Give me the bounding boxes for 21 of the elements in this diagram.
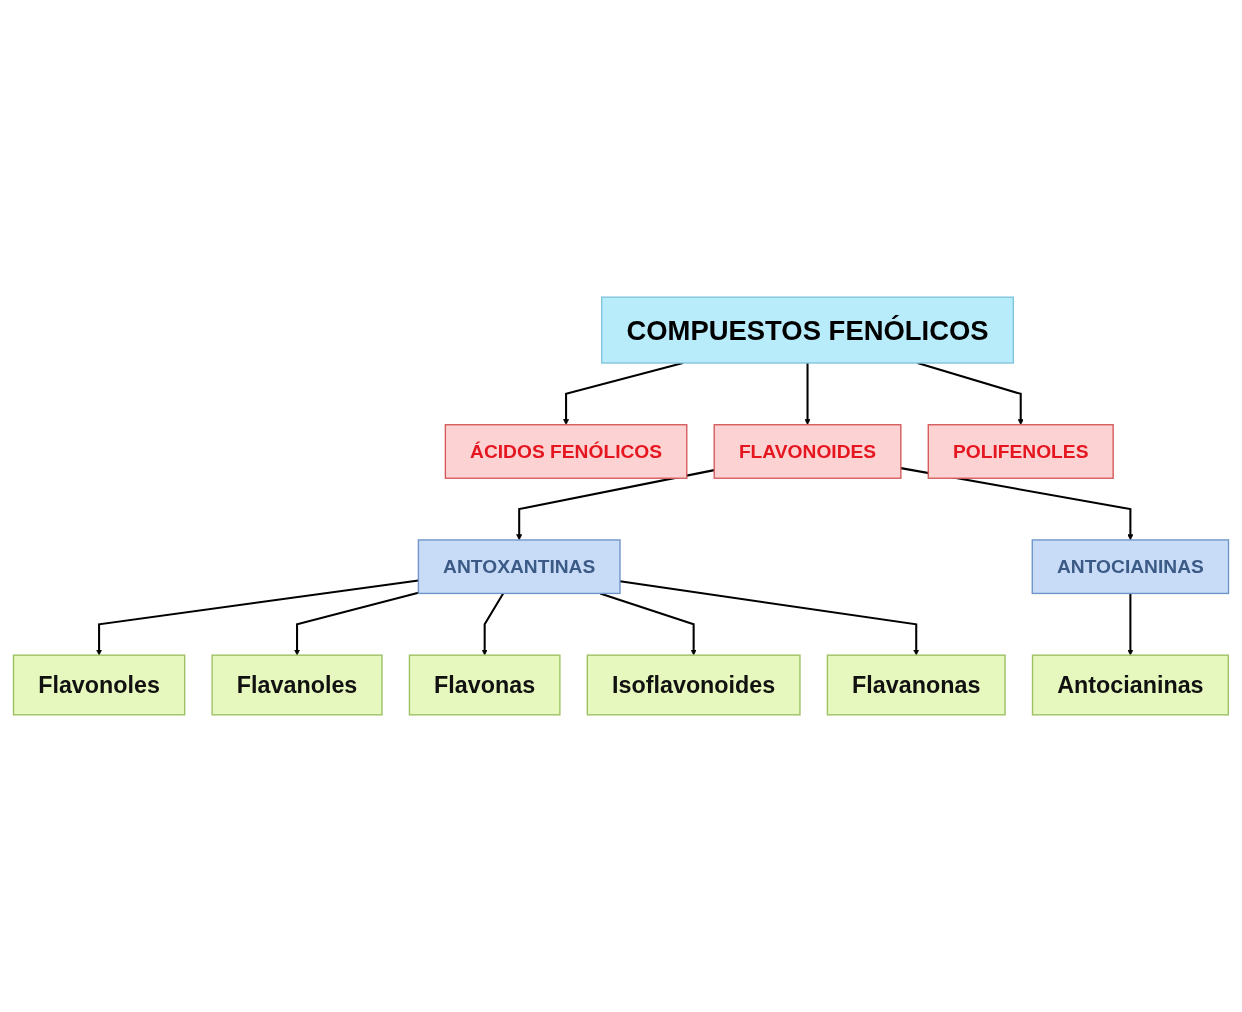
node-box: Flavanonas	[826, 654, 1006, 716]
arrow	[294, 591, 419, 656]
node-box: Flavanoles	[211, 654, 383, 716]
arrow	[900, 467, 1134, 541]
arrow	[619, 580, 920, 656]
node-box: COMPUESTOS FENÓLICOS	[601, 296, 1014, 364]
node-box: ANTOCIANINAS	[1031, 539, 1230, 595]
arrow	[804, 363, 811, 425]
node-box: Antocianinas	[1031, 654, 1229, 716]
arrow	[516, 469, 715, 541]
node-box: Isoflavonoides	[586, 654, 801, 716]
node-box: Flavonoles	[12, 654, 186, 716]
node-box: FLAVONOIDES	[713, 424, 902, 479]
node-box: ANTOXANTINAS	[417, 539, 621, 595]
arrow	[96, 579, 419, 656]
arrow	[1127, 593, 1134, 656]
arrow	[481, 592, 505, 656]
node-box: POLIFENOLES	[927, 424, 1114, 479]
node-box: Flavonas	[408, 654, 561, 716]
arrow	[599, 592, 697, 656]
node-box: ÁCIDOS FENÓLICOS	[444, 424, 688, 479]
